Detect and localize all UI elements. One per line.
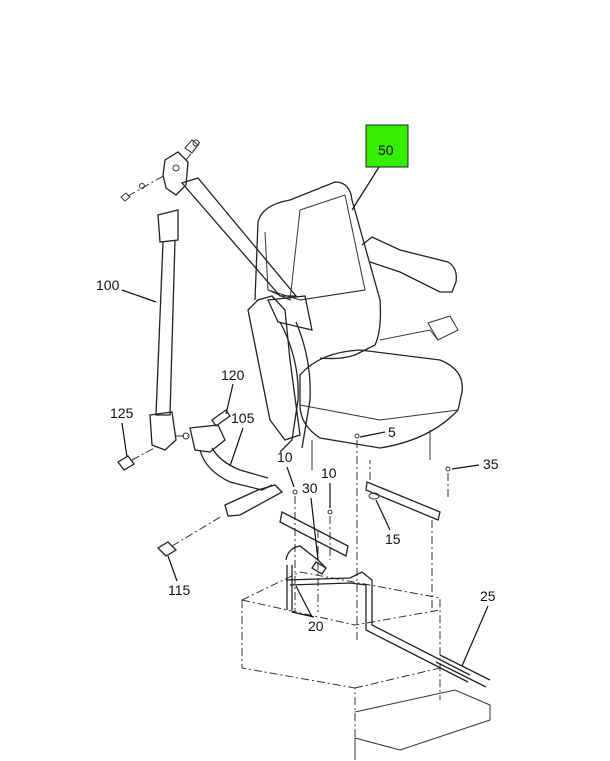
pipe-25 [435,654,491,688]
callout-10-right-label: 10 [321,465,337,481]
shoulder-strap [180,177,313,453]
callout-25[interactable]: 25 [461,588,496,667]
callout-115-label: 115 [168,582,191,598]
callout-10-left-label: 10 [277,449,293,465]
callout-125-label: 125 [110,405,134,421]
callout-105-label: 105 [231,410,255,426]
callout-120-label: 120 [221,367,245,383]
callout-35-label: 35 [483,456,499,472]
callout-5-label: 5 [388,424,396,440]
bolt-125 [117,444,161,471]
callout-15-label: 15 [385,531,401,547]
floor-riser [241,571,491,760]
callout-30-label: 30 [302,480,318,496]
callout-20-label: 20 [308,618,324,634]
right-mount-bracket [365,460,441,612]
leader-50 [351,166,380,211]
screw-35 [445,466,451,500]
callout-125[interactable]: 125 [110,405,134,458]
screw-10-left [292,489,298,612]
callout-100[interactable]: 100 [96,277,157,303]
retractor-strap [149,209,179,451]
seat-cushion-bottom [299,349,463,470]
callout-15[interactable]: 15 [375,499,401,547]
callout-5[interactable]: 5 [359,424,396,440]
screw-10-right [327,509,333,560]
callout-50-highlight[interactable]: 50 [365,124,409,168]
bolt-115 [156,515,223,557]
callout-20[interactable]: 20 [291,585,324,634]
callout-30[interactable]: 30 [302,480,319,561]
callout-120[interactable]: 120 [221,367,245,415]
lap-belt-buckle [176,424,284,517]
callout-10-left[interactable]: 10 [277,449,295,488]
bolt-120 [211,409,231,427]
belt-upper-anchor [120,139,201,202]
callout-105[interactable]: 105 [229,410,255,467]
callout-50-label: 50 [378,142,394,158]
callout-115[interactable]: 115 [167,555,191,598]
screw-5 [354,433,360,640]
cable-assembly [285,545,471,683]
seat-side-shell [247,295,301,441]
armrest [361,236,459,341]
left-mount-bracket [279,511,349,612]
callout-35[interactable]: 35 [451,456,499,472]
callout-10-right[interactable]: 10 [321,465,337,508]
callout-100-label: 100 [96,277,120,293]
callout-25-label: 25 [480,588,496,604]
callout-50-box [365,124,409,168]
